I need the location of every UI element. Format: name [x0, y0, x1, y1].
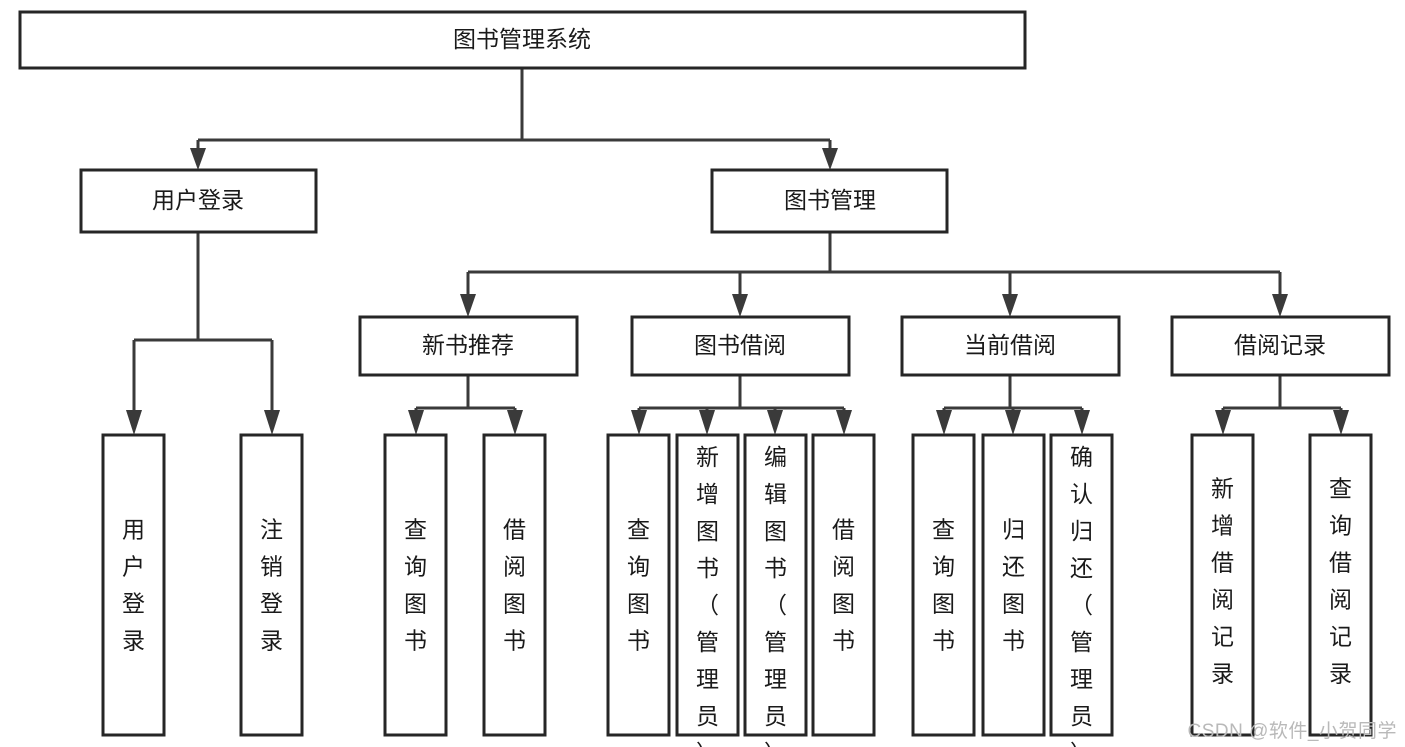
node-leaf-edit-book[interactable]: 编辑图书（管理员）: [743, 433, 808, 747]
node-leaf-user-login-label: 用户登录: [122, 517, 145, 654]
node-leaf-add-book-label: 新增图书（管理员）: [696, 444, 719, 747]
node-leaf-borrow-book-1-label: 借阅图书: [503, 517, 526, 654]
node-leaf-return-book-label: 归还图书: [1002, 517, 1025, 654]
node-book-borrow-box[interactable]: [630, 315, 851, 377]
leaf-node-layer: 用户登录 注销登录 查询图书 借阅图书 查询图书 新增图书（管理员） 编辑图书（管理员） 借阅…: [101, 433, 1373, 747]
node-borrow-record-label: 借阅记录: [1234, 332, 1326, 358]
arrow-head-leaf-return-book: [1005, 410, 1021, 435]
node-new-book-recommend-label: 新书推荐: [422, 332, 514, 358]
node-leaf-user-login[interactable]: 用户登录: [101, 433, 166, 737]
node-leaf-add-book-box[interactable]: [675, 433, 740, 737]
node-leaf-logout-box[interactable]: [239, 433, 304, 737]
arrow-head-leaf-logout: [264, 410, 280, 435]
arrow-head-user-login: [190, 148, 206, 170]
node-leaf-edit-book-box[interactable]: [743, 433, 808, 737]
node-leaf-borrow-book-2-box[interactable]: [811, 433, 876, 737]
node-new-book-recommend[interactable]: 新书推荐: [358, 315, 579, 377]
arrow-head-leaf-borrow-book-1: [507, 410, 523, 435]
node-leaf-query-record[interactable]: 查询借阅记录: [1308, 433, 1373, 737]
node-borrow-record-box[interactable]: [1170, 315, 1391, 377]
node-leaf-query-book-2-box[interactable]: [606, 433, 671, 737]
node-leaf-query-book-2-label: 查询图书: [627, 517, 650, 654]
node-user-login-box[interactable]: [79, 168, 318, 234]
node-new-book-recommend-box[interactable]: [358, 315, 579, 377]
arrow-head-leaf-query-book-1: [408, 410, 424, 435]
node-leaf-borrow-book-2-label: 借阅图书: [832, 517, 855, 654]
node-leaf-query-book-3[interactable]: 查询图书: [911, 433, 976, 737]
arrow-head-borrow-record: [1272, 294, 1288, 317]
node-root-box[interactable]: [18, 10, 1027, 70]
node-leaf-confirm-return-label: 确认归还（管理员）: [1070, 444, 1093, 747]
arrow-head-new-book-recommend: [460, 294, 476, 317]
arrow-head-leaf-add-book: [699, 410, 715, 435]
node-current-borrow-box[interactable]: [900, 315, 1121, 377]
node-book-management-box[interactable]: [710, 168, 949, 234]
node-leaf-add-record-label: 新增借阅记录: [1211, 476, 1234, 687]
node-leaf-query-book-3-box[interactable]: [911, 433, 976, 737]
node-leaf-query-record-label: 查询借阅记录: [1329, 476, 1352, 687]
node-root-label: 图书管理系统: [453, 26, 591, 52]
node-leaf-return-book-box[interactable]: [981, 433, 1046, 737]
arrow-head-leaf-edit-book: [767, 410, 783, 435]
node-book-borrow-label: 图书借阅: [694, 332, 786, 358]
node-current-borrow[interactable]: 当前借阅: [900, 315, 1121, 377]
node-leaf-borrow-book-1[interactable]: 借阅图书: [482, 433, 547, 737]
node-leaf-borrow-book-2[interactable]: 借阅图书: [811, 433, 876, 737]
arrow-head-leaf-user-login: [126, 410, 142, 435]
node-user-login-label: 用户登录: [152, 187, 244, 213]
node-leaf-user-login-box[interactable]: [101, 433, 166, 737]
node-book-borrow[interactable]: 图书借阅: [630, 315, 851, 377]
node-leaf-add-record[interactable]: 新增借阅记录: [1190, 433, 1255, 737]
node-leaf-query-book-1-label: 查询图书: [404, 517, 427, 654]
node-leaf-add-record-box[interactable]: [1190, 433, 1255, 737]
node-leaf-confirm-return[interactable]: 确认归还（管理员）: [1049, 433, 1114, 747]
arrow-head-leaf-query-book-2: [631, 410, 647, 435]
csdn-watermark: CSDN @软件_小贺同学: [1187, 721, 1397, 742]
arrow-head-leaf-borrow-book-2: [836, 410, 852, 435]
node-borrow-record[interactable]: 借阅记录: [1170, 315, 1391, 377]
node-leaf-confirm-return-box[interactable]: [1049, 433, 1114, 737]
connector-layer: [126, 68, 1349, 435]
node-current-borrow-label: 当前借阅: [964, 332, 1056, 358]
node-leaf-query-book-2[interactable]: 查询图书: [606, 433, 671, 737]
arrow-head-leaf-query-record: [1333, 410, 1349, 435]
node-leaf-edit-book-label: 编辑图书（管理员）: [764, 444, 787, 747]
arrow-head-book-borrow: [732, 294, 748, 317]
node-book-management[interactable]: 图书管理: [710, 168, 949, 234]
arrow-head-leaf-query-book-3: [936, 410, 952, 435]
node-leaf-query-record-box[interactable]: [1308, 433, 1373, 737]
node-root[interactable]: 图书管理系统: [18, 10, 1027, 70]
node-leaf-logout[interactable]: 注销登录: [239, 433, 304, 737]
node-leaf-query-book-1-box[interactable]: [383, 433, 448, 737]
node-leaf-logout-label: 注销登录: [260, 517, 283, 654]
arrow-head-leaf-add-record: [1215, 410, 1231, 435]
node-leaf-add-book[interactable]: 新增图书（管理员）: [675, 433, 740, 747]
node-leaf-borrow-book-1-box[interactable]: [482, 433, 547, 737]
node-user-login[interactable]: 用户登录: [79, 168, 318, 234]
arrow-head-leaf-confirm-return: [1074, 410, 1090, 435]
node-leaf-query-book-1[interactable]: 查询图书: [383, 433, 448, 737]
node-book-management-label: 图书管理: [784, 187, 876, 213]
arrow-head-current-borrow: [1002, 294, 1018, 317]
node-leaf-query-book-3-label: 查询图书: [932, 517, 955, 654]
arrow-head-book-management: [822, 148, 838, 170]
node-leaf-return-book[interactable]: 归还图书: [981, 433, 1046, 737]
